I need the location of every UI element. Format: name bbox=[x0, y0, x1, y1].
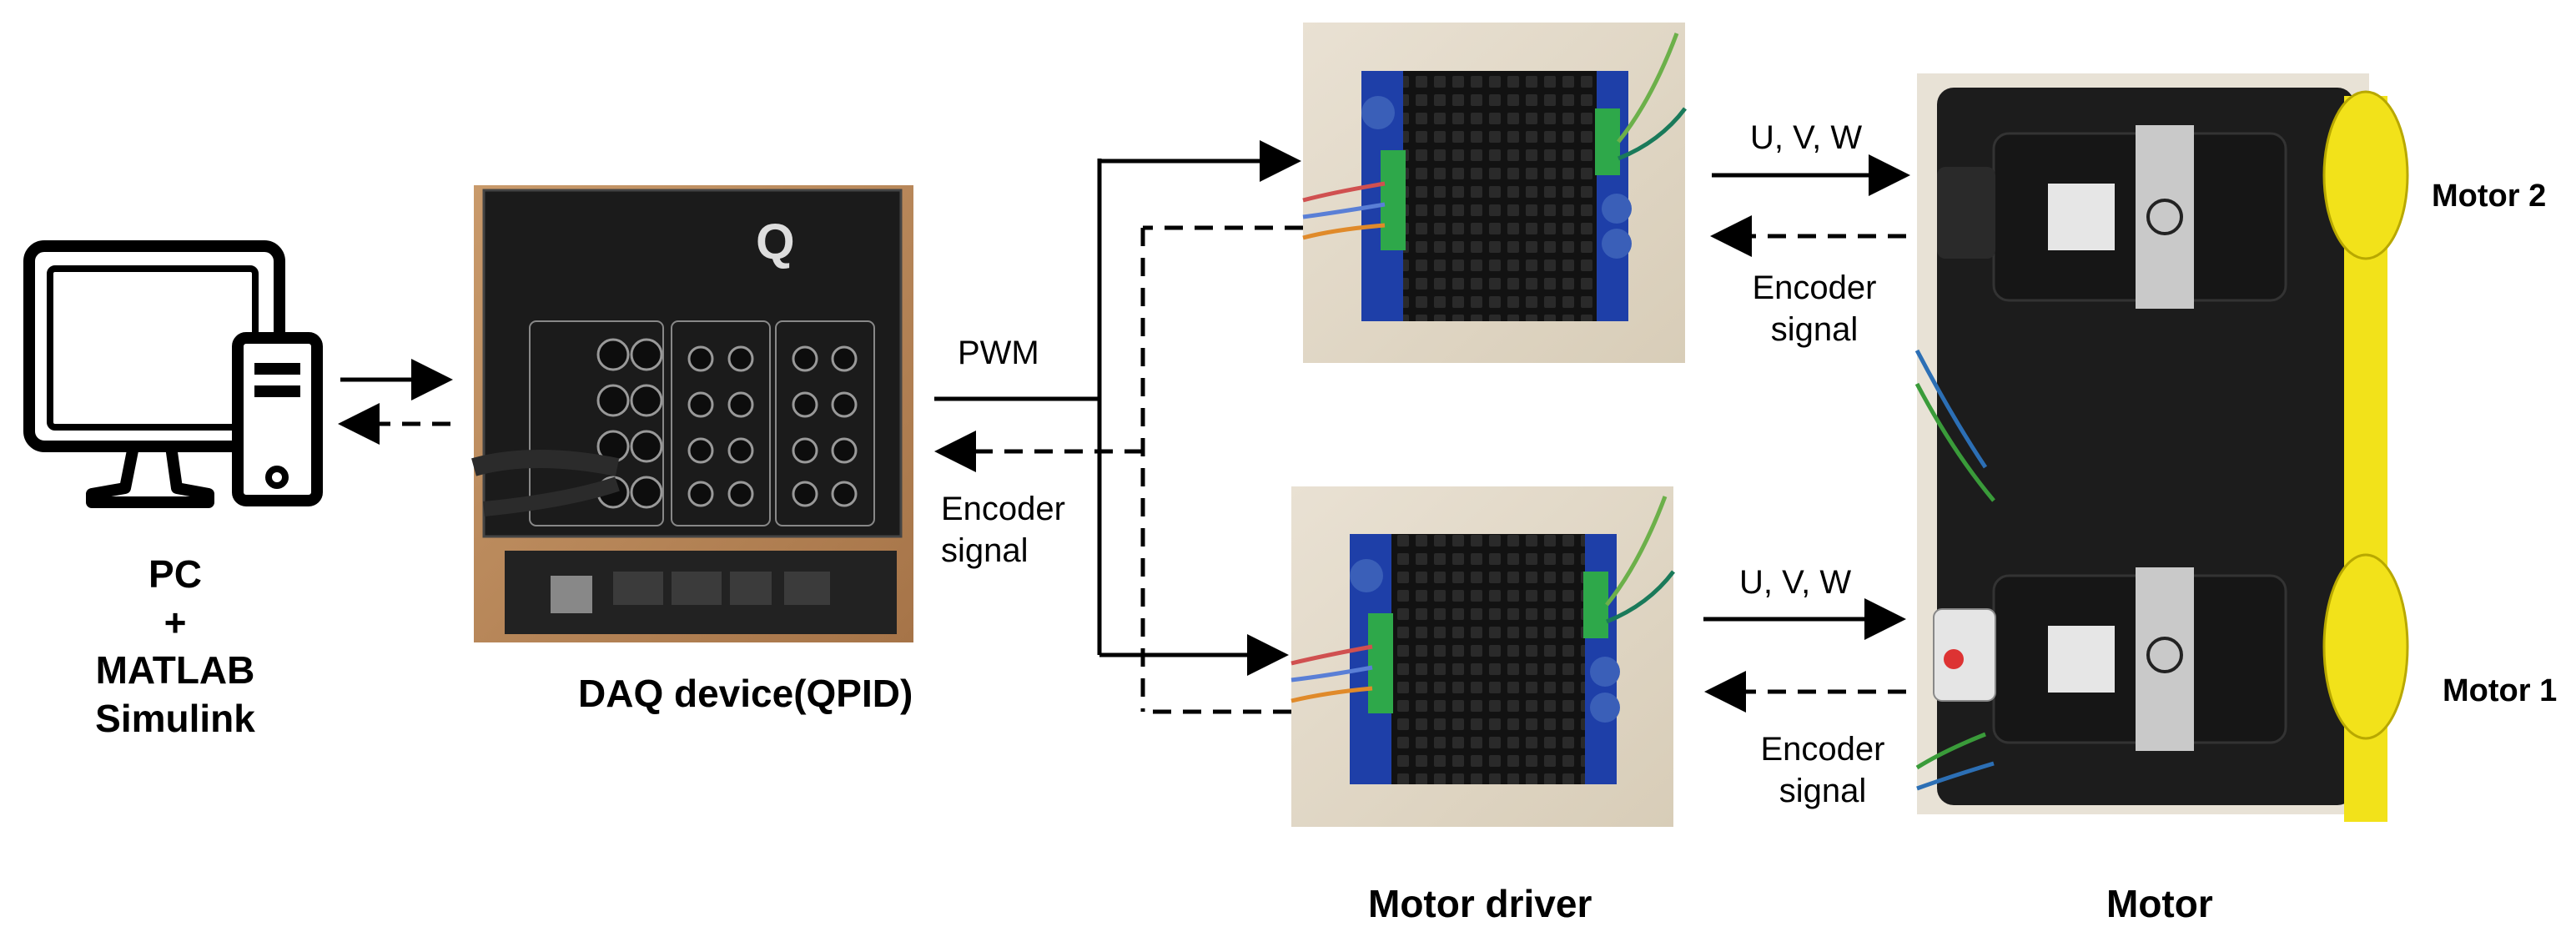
motor2-label: Motor 2 bbox=[2432, 179, 2547, 214]
daq-device-image: Q bbox=[471, 185, 913, 642]
encoder-top-label-line2: signal bbox=[1770, 311, 1859, 348]
encoder-bottom-label-line2: signal bbox=[1779, 773, 1867, 809]
encoder-top-label: Encoder signal bbox=[1731, 267, 1898, 350]
motor-driver-bottom-image bbox=[1291, 486, 1675, 827]
encoder-daq-label: Encoder signal bbox=[941, 488, 1065, 572]
encoder-top-label-line1: Encoder bbox=[1752, 269, 1877, 306]
daq-caption: DAQ device(QPID) bbox=[578, 672, 913, 715]
pc-label-line1: PC bbox=[148, 552, 202, 596]
uvw-top-label: U, V, W bbox=[1750, 119, 1863, 156]
motor-driver-top-image bbox=[1302, 23, 1687, 363]
encoder-daq-label-line1: Encoder bbox=[941, 491, 1065, 527]
encoder-bottom-label-line1: Encoder bbox=[1760, 731, 1885, 768]
pwm-lines bbox=[934, 140, 1301, 676]
pwm-label: PWM bbox=[958, 335, 1039, 371]
pc-label: PC + MATLAB Simulink bbox=[50, 551, 300, 743]
motor1-label: Motor 1 bbox=[2443, 673, 2558, 708]
motor-encoder-arrows bbox=[1704, 215, 1906, 713]
pc-label-line3: MATLAB bbox=[95, 648, 255, 692]
uvw-bottom-label: U, V, W bbox=[1739, 564, 1852, 601]
uvw-arrows bbox=[1703, 154, 1910, 640]
driver-caption: Motor driver bbox=[1368, 882, 1592, 925]
encoder-return-lines bbox=[934, 225, 1303, 714]
encoder-bottom-label: Encoder signal bbox=[1739, 728, 1906, 812]
motor-assembly-image bbox=[1914, 73, 2409, 822]
motor-caption: Motor bbox=[2106, 882, 2213, 925]
encoder-daq-label-line2: signal bbox=[941, 532, 1029, 569]
pc-label-line2: + bbox=[164, 600, 187, 644]
svg-text:Q: Q bbox=[756, 214, 795, 269]
computer-monitor-tower-icon bbox=[23, 240, 323, 508]
pc-label-line4: Simulink bbox=[95, 696, 255, 740]
